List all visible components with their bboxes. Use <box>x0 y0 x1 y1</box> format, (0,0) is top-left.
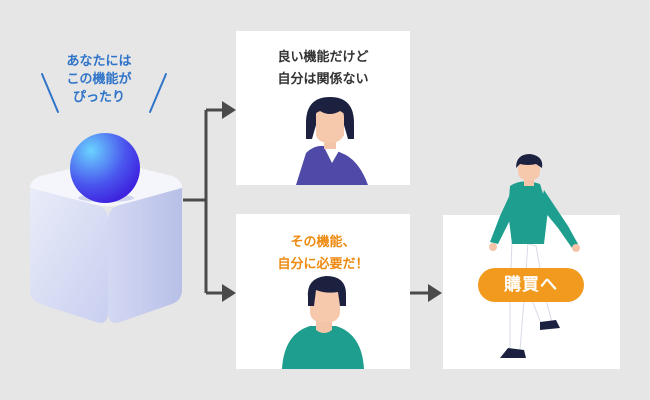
purchase-badge: 購買へ <box>478 268 584 302</box>
person-man-icon <box>282 276 364 369</box>
indifferent-card-text: 良い機能だけど 自分は関係ない <box>277 50 369 87</box>
interested-card: その機能、 自分に必要だ！ <box>236 214 410 369</box>
bubble-text: あなたには この機能が ぴったり <box>66 54 132 105</box>
indifferent-card: 良い機能だけど 自分は関係ない <box>236 31 410 185</box>
person-bob-hair-icon <box>296 97 368 185</box>
interested-card-text: その機能、 自分に必要だ！ <box>277 235 369 272</box>
